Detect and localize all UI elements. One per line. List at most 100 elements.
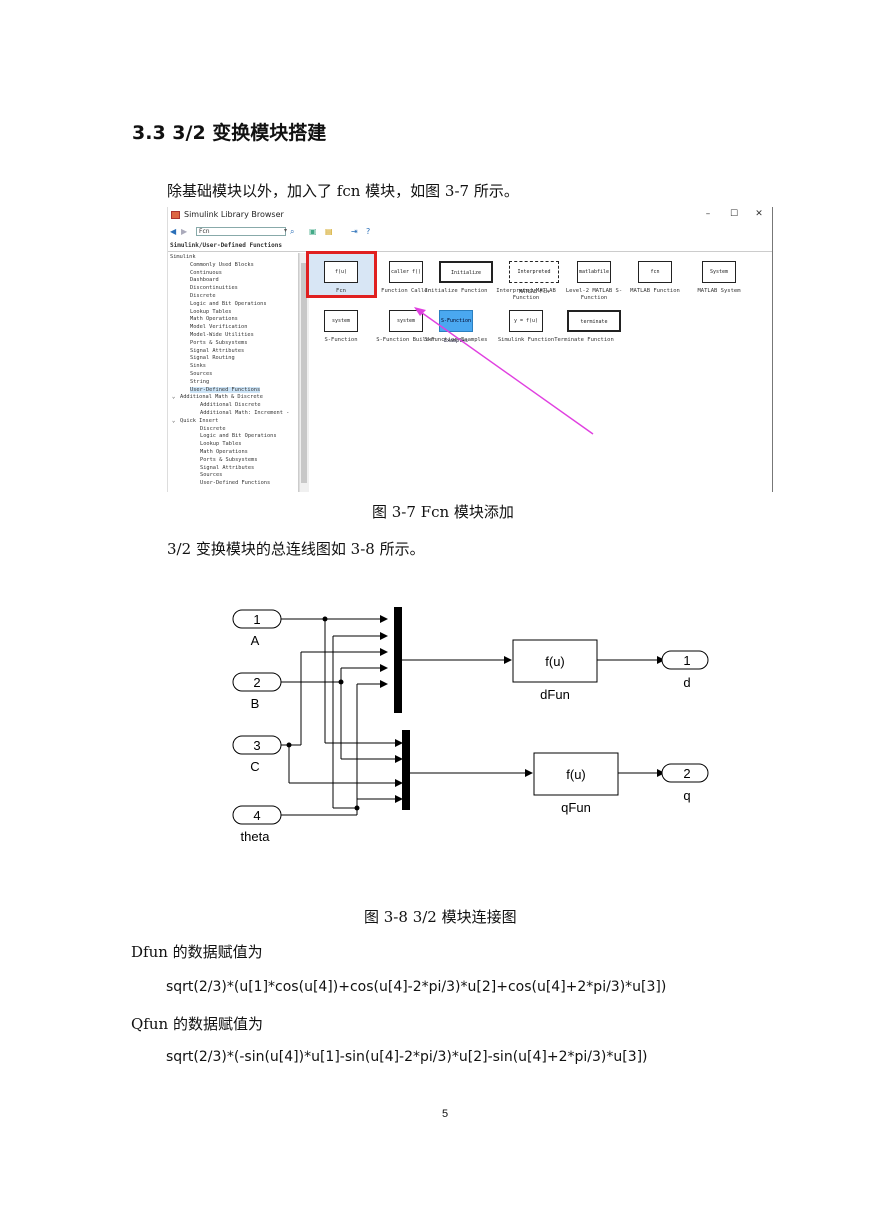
tree-item[interactable]: Sinks [190,363,206,370]
dfun-expression: f(u) [545,654,565,669]
help-icon[interactable]: ? [366,227,371,236]
tree-item[interactable]: Discontinuities [190,285,238,292]
tree-item[interactable]: Logic and Bit Operations [200,433,277,440]
qfun-title: Qfun 的数据赋值为 [131,1015,263,1033]
tree-item[interactable]: User-Defined Functions [190,386,261,393]
new-model-icon[interactable]: ▣ [309,227,317,236]
tree-item[interactable]: Signal Routing [190,355,235,362]
block-icon-text: system [396,318,416,324]
inport-theta-label: theta [241,829,271,844]
library-block[interactable]: matlabfile [577,261,611,283]
block-icon-text: S-Function Examples [440,318,472,344]
library-block[interactable]: fcn [638,261,672,283]
section-title: 3/2 变换模块搭建 [172,122,327,144]
inport-c-number: 3 [253,738,260,753]
tree-item[interactable]: Signal Attributes [190,347,245,354]
library-block[interactable]: Initialize [439,261,493,283]
block-icon-text: System [709,269,729,275]
dropdown-icon[interactable]: ▾ [284,227,288,234]
library-block[interactable]: terminate [567,310,621,332]
mux-1[interactable] [394,607,402,713]
tree-item[interactable]: Dashboard [190,277,219,284]
inport-a-label: A [251,633,260,648]
qfun-expression-text: sqrt(2/3)*(-sin(u[4])*u[1]-sin(u[4]-2*pi… [166,1049,648,1065]
tree-item[interactable]: Lookup Tables [200,441,242,448]
tree-item[interactable]: Model Verification [190,324,248,331]
block-icon-text: f(u) [334,269,348,275]
tree-item[interactable]: User-Defined Functions [200,480,271,487]
outport-q-number: 2 [683,766,690,781]
inport-c-label: C [250,759,259,774]
tree-item[interactable]: Commonly Used Blocks [190,261,254,268]
library-block[interactable]: caller f() [389,261,423,283]
block-label: S-Function Examples [424,337,488,343]
minimize-button[interactable]: – [705,209,711,219]
inport-theta[interactable]: 4 theta [232,805,282,844]
block-icon-text: caller f() [390,269,422,275]
tree-item[interactable]: Discrete [200,425,226,432]
block-label: Terminate Function [554,337,614,343]
forward-icon[interactable]: ▶ [181,227,188,236]
tree-item[interactable]: String [190,378,210,385]
tree-item[interactable]: Model-Wide Utilities [190,332,254,338]
tree-scrollbar[interactable] [299,253,309,492]
outport-d-number: 1 [683,653,690,668]
tree-item[interactable]: Quick Insert [180,417,219,424]
back-icon[interactable]: ◀ [170,227,177,236]
library-block[interactable]: system [389,310,423,332]
mux-2[interactable] [402,730,410,810]
tree-item[interactable]: Simulink [170,254,196,260]
window-title: Simulink Library Browser [184,210,284,219]
qfun-label: qFun [561,800,591,815]
block-label: Level-2 MATLAB S-Function [565,288,623,301]
scrollbar-thumb[interactable] [301,263,307,483]
dfun-title: Dfun 的数据赋值为 [131,943,263,961]
block-label: S-Function Builder [376,337,436,343]
simulink-icon [171,211,180,219]
tree-item[interactable]: Ports & Subsystems [190,339,248,346]
inport-c[interactable]: 3 C [232,735,282,774]
tree-item[interactable]: Lookup Tables [190,308,232,315]
library-block[interactable]: f(u) [324,261,358,283]
library-block[interactable]: S-Function Examples [439,310,473,344]
inport-a[interactable]: 1 A [232,609,282,648]
maximize-button[interactable]: ☐ [729,209,739,219]
figure-3-7-caption: 图 3-7 Fcn 模块添加 [372,503,514,521]
inport-b[interactable]: 2 B [232,672,282,711]
tree-item[interactable]: Sources [200,472,223,479]
chevron-down-icon[interactable]: ⌄ [172,417,176,424]
tree-item[interactable]: Additional Math: Increment - [200,410,290,416]
search-input[interactable]: Fcn [196,227,286,236]
tree-item[interactable]: Logic and Bit Operations [190,300,267,307]
close-button[interactable]: ✕ [755,209,763,219]
block-label: Simulink Function [497,337,555,343]
library-block[interactable]: System [702,261,736,283]
tree-item[interactable]: Signal Attributes [200,464,255,471]
library-block[interactable]: y = f(u) [509,310,543,332]
tree-item[interactable]: Discrete [190,293,216,299]
library-block[interactable]: system [324,310,358,332]
toolbar: ◀ ▶ Fcn ▾ ⌕ ▣ ▤ ⇥ ? [168,225,772,239]
tree-item[interactable]: Math Operations [200,449,248,455]
outport-q-label: q [683,788,690,803]
library-block[interactable]: Interpreted MATLAB Fcn [509,261,559,295]
open-folder-icon[interactable]: ▤ [325,227,333,236]
outport-d[interactable]: 1 d [661,650,709,690]
dfun-block[interactable]: f(u) dFun [512,639,598,702]
tree-item[interactable]: Math Operations [190,316,238,323]
outport-q[interactable]: 2 q [661,763,709,803]
qfun-block[interactable]: f(u) qFun [533,752,619,815]
tree-item[interactable]: Additional Math & Discrete [180,394,263,401]
block-label: MATLAB Function [630,288,680,294]
tree-item[interactable]: Sources [190,371,213,377]
search-icon[interactable]: ⌕ [290,227,295,236]
pin-icon[interactable]: ⇥ [351,227,358,236]
tree-item[interactable]: Ports & Subsystems [200,456,258,463]
inport-b-label: B [251,696,260,711]
tree-item[interactable]: Continuous [190,269,222,276]
block-icon-text: fcn [650,269,660,275]
chevron-down-icon[interactable]: ⌄ [172,394,176,401]
window-titlebar: Simulink Library Browser – ☐ ✕ [168,207,772,224]
tree-item[interactable]: Additional Discrete [200,402,261,409]
